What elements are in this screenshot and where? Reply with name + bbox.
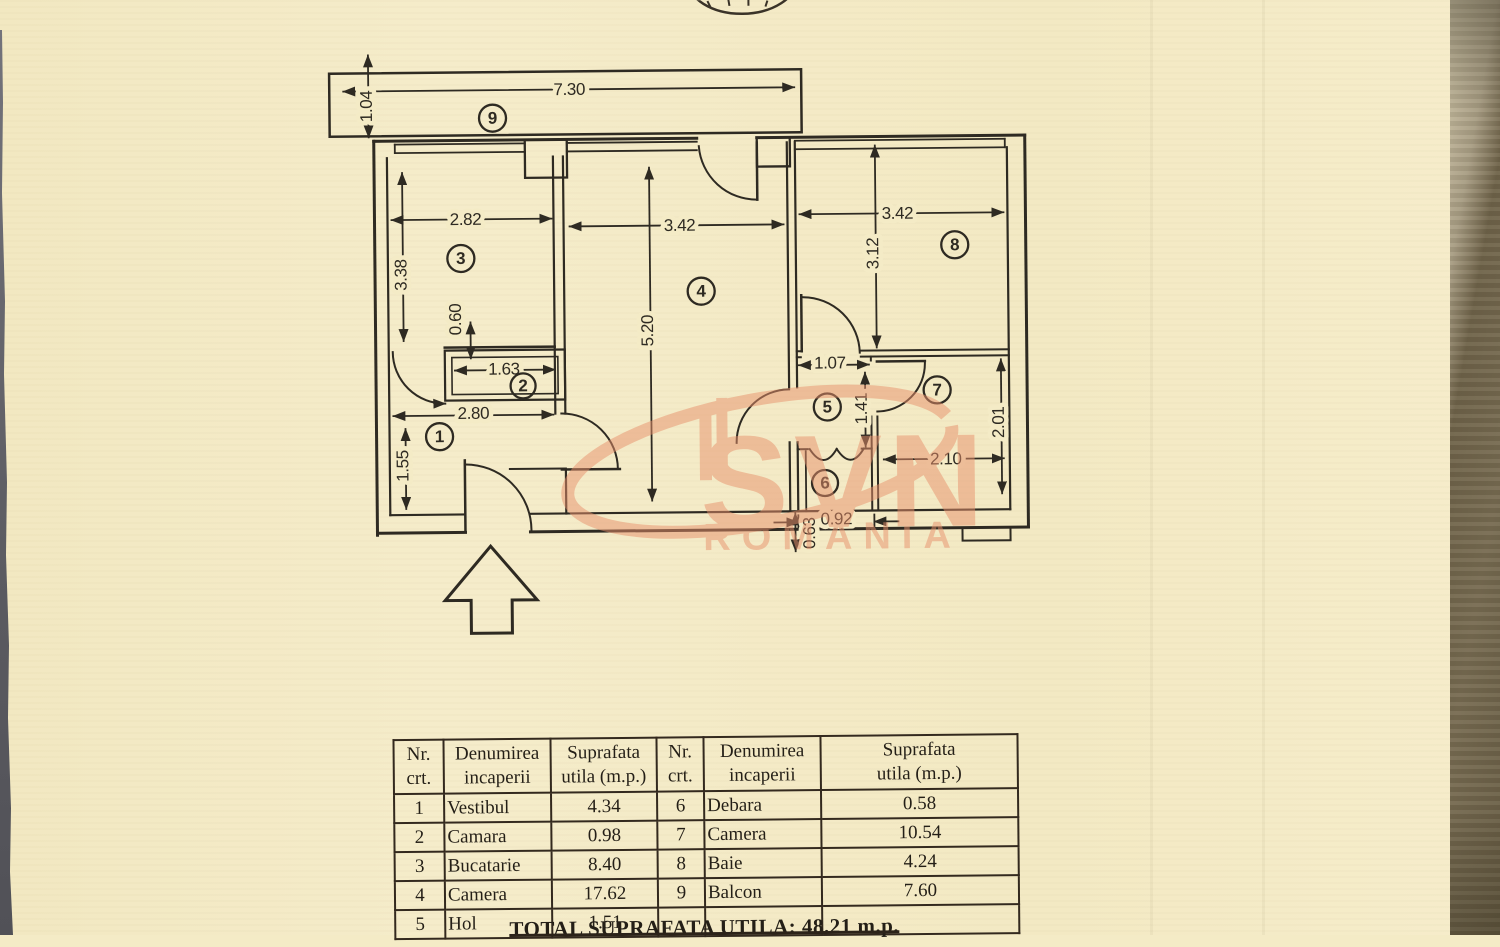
dim-room4-width: 3.42 bbox=[664, 216, 696, 235]
table-cell: 17.62 bbox=[552, 879, 658, 909]
table-cell: 8.40 bbox=[552, 850, 658, 880]
dim-camara-depth: 0.60 bbox=[446, 304, 465, 336]
header-name-left: Denumirea incaperii bbox=[443, 739, 551, 794]
table-cell: 10.54 bbox=[821, 817, 1018, 848]
dim-room4-height: 5.20 bbox=[638, 315, 657, 347]
svg-text:1: 1 bbox=[435, 427, 445, 446]
dim-room7-height: 2.01 bbox=[989, 406, 1008, 438]
svg-text:4: 4 bbox=[696, 282, 706, 301]
dim-room3-width: 2.82 bbox=[450, 210, 482, 229]
svg-text:2: 2 bbox=[518, 376, 528, 395]
table-cell: Camara bbox=[444, 822, 551, 852]
room-number-3: 3 bbox=[447, 245, 474, 272]
room-areas-table: Nr. crt. Denumirea incaperii Suprafata u… bbox=[392, 733, 1020, 940]
room-number-2: 2 bbox=[510, 373, 535, 398]
dim-room3-height: 3.38 bbox=[391, 259, 410, 291]
table-cell: Balcon bbox=[705, 877, 822, 907]
total-area-line: TOTAL SUPRAFATA UTILA: 48.21 m.p. bbox=[454, 913, 954, 943]
room-number-8: 8 bbox=[941, 231, 968, 258]
table-cell: 1 bbox=[394, 794, 444, 823]
svg-text:3: 3 bbox=[456, 249, 466, 268]
dim-vestibul-width: 2.80 bbox=[458, 404, 490, 423]
table-cell: 0.98 bbox=[551, 821, 657, 851]
room-number-1: 1 bbox=[426, 423, 453, 450]
svg-text:8: 8 bbox=[950, 235, 960, 254]
table-cell: 7 bbox=[657, 820, 704, 849]
table-cell: 4.34 bbox=[551, 792, 657, 822]
svg-text:7: 7 bbox=[932, 380, 942, 399]
paper-edge-right bbox=[1450, 0, 1500, 935]
header-nr-right: Nr. crt. bbox=[656, 737, 704, 791]
header-name-right: Denumirea incaperii bbox=[703, 736, 821, 791]
entrance-arrow bbox=[445, 546, 538, 634]
table-cell: 9 bbox=[658, 878, 705, 907]
svg-text:9: 9 bbox=[488, 109, 498, 128]
table-cell: 4.24 bbox=[822, 846, 1019, 877]
stamp-partial bbox=[687, 0, 798, 14]
table-cell: Bucatarie bbox=[445, 851, 552, 881]
table-cell: Camera bbox=[445, 880, 552, 910]
table-cell: Baie bbox=[705, 848, 822, 878]
table-cell: Debara bbox=[704, 790, 821, 820]
table-cell: 2 bbox=[394, 823, 444, 852]
header-nr-left: Nr. crt. bbox=[393, 740, 444, 794]
dim-vestibul-height: 1.55 bbox=[393, 450, 412, 482]
dim-room8-width: 3.42 bbox=[882, 204, 914, 223]
table-cell: 8 bbox=[658, 849, 705, 878]
table-header-row: Nr. crt. Denumirea incaperii Suprafata u… bbox=[393, 734, 1017, 794]
dim-hol-width: 1.07 bbox=[814, 353, 846, 372]
dim-room8-height: 3.12 bbox=[863, 238, 882, 270]
table-cell: 0.58 bbox=[821, 788, 1018, 819]
table-cell: 7.60 bbox=[822, 875, 1019, 906]
table-cell: 3 bbox=[395, 852, 445, 881]
table-cell: 4 bbox=[395, 881, 445, 910]
table-cell: 6 bbox=[657, 791, 704, 820]
dim-balcony-width: 7.30 bbox=[553, 80, 585, 99]
table-cell: Vestibul bbox=[444, 793, 551, 823]
dim-balcony-depth: 1.04 bbox=[357, 91, 376, 123]
room-number-9: 9 bbox=[479, 105, 506, 132]
watermark-country: ROMANIA bbox=[703, 515, 962, 559]
header-area-right: Suprafata utila (m.p.) bbox=[820, 734, 1018, 790]
header-area-left: Suprafata utila (m.p.) bbox=[550, 738, 657, 793]
table-cell: Camera bbox=[704, 819, 821, 849]
room-number-4: 4 bbox=[688, 278, 715, 305]
